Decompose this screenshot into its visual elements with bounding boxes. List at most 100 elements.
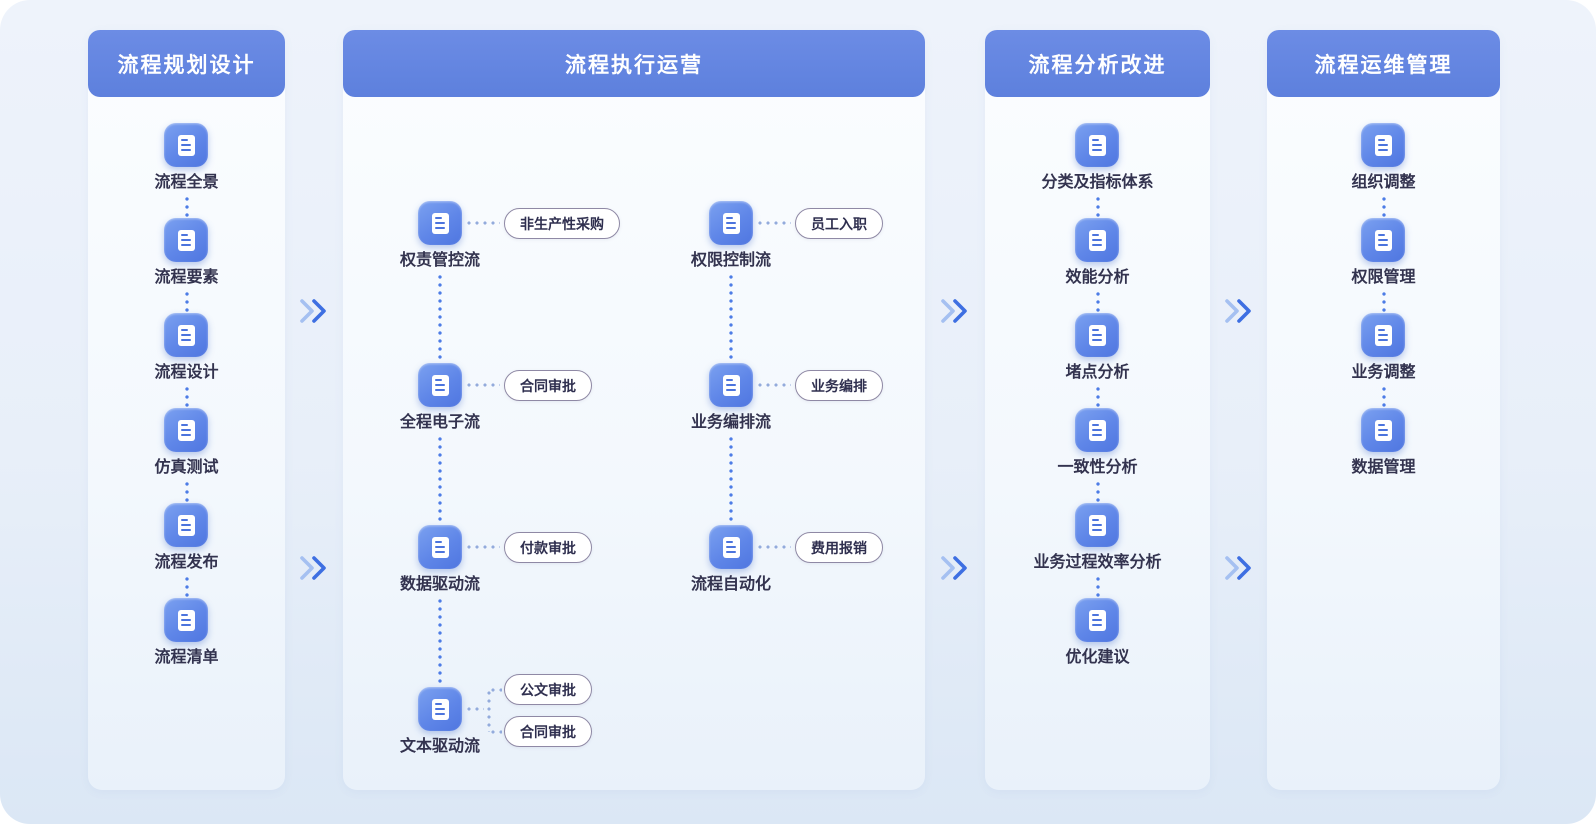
dotted-connector [437,595,443,687]
panel-process-execution: 流程执行运营 权责管控流 非生产性采购 全程电子流 [343,30,925,790]
document-icon [164,408,209,452]
dotted-connector [464,220,500,226]
panel-process-operations: 流程运维管理 组织调整 权限管理 业务调整 数据管理 [1267,30,1500,790]
panel-title-process-analysis: 流程分析改进 [985,30,1210,97]
scenario-tag: 付款审批 [504,532,592,563]
document-icon [164,503,209,547]
process-node: 流程设计 [154,313,219,383]
scenario-tag: 费用报销 [795,532,883,563]
document-icon [709,525,753,569]
node-label: 流程清单 [154,649,219,666]
process-node-row: 权责管控流 非生产性采购 [370,201,620,271]
node-label: 流程全景 [154,174,219,191]
node-label: 全程电子流 [399,414,480,431]
panel-body: 流程全景 流程要素 流程设计 仿真测试 流程发布 [88,97,285,668]
dotted-connector [437,271,443,363]
node-label: 堵点分析 [1065,364,1130,381]
process-node-row: 流程自动化 费用报销 [661,525,883,595]
document-icon [418,363,462,407]
document-icon [709,201,753,245]
scenario-tag: 员工入职 [795,208,883,239]
dotted-connector [183,478,190,503]
node-label: 流程发布 [154,554,219,571]
dotted-connector [488,687,502,693]
document-icon [1075,408,1120,452]
node-label: 流程自动化 [690,576,771,593]
double-chevron-right-icon [298,297,330,325]
dotted-connector [183,288,190,313]
process-node: 流程要素 [154,218,219,288]
process-node: 流程全景 [154,123,219,193]
dotted-connector [728,271,734,363]
dotted-connector [1094,288,1101,313]
dotted-branch-connector [486,688,492,732]
node-label: 效能分析 [1065,269,1130,286]
dotted-connector [1094,478,1101,503]
document-icon [1075,598,1120,642]
double-chevron-right-icon [298,554,330,582]
scenario-tag: 公文审批 [504,674,592,705]
node-label: 业务调整 [1351,364,1416,381]
dotted-connector [1094,383,1101,408]
process-node: 优化建议 [1065,598,1130,668]
dotted-connector [728,433,734,525]
dotted-connector [464,382,500,388]
scenario-tag: 非生产性采购 [504,208,620,239]
process-node-row: 权限控制流 员工入职 [661,201,883,271]
process-node: 组织调整 [1351,123,1416,193]
document-icon [709,363,753,407]
panel-title-process-operations: 流程运维管理 [1267,30,1500,97]
node-label: 优化建议 [1065,649,1130,666]
dotted-connector [755,382,791,388]
process-node: 堵点分析 [1065,313,1130,383]
process-node: 业务过程效率分析 [1033,503,1162,573]
process-node-row: 文本驱动流 公文审批 合同审批 [370,674,592,757]
process-node-row: 业务编排流 业务编排 [661,363,883,433]
node-label: 业务过程效率分析 [1033,554,1162,571]
dotted-connector [437,433,443,525]
document-icon [1361,218,1406,262]
node-label: 分类及指标体系 [1041,174,1154,191]
process-node: 一致性分析 [1057,408,1138,478]
document-icon [1361,408,1406,452]
panel-process-analysis: 流程分析改进 分类及指标体系 效能分析 堵点分析 一致性分析 [985,30,1210,790]
node-label: 数据驱动流 [399,576,480,593]
double-chevron-right-icon [939,554,971,582]
process-node: 权责管控流 [370,201,510,271]
dotted-connector [1380,383,1387,408]
node-label: 权限管理 [1351,269,1416,286]
document-icon [1361,313,1406,357]
document-icon [1361,123,1406,167]
panel-title-process-execution: 流程执行运营 [343,30,925,97]
process-node: 数据管理 [1351,408,1416,478]
document-icon [1075,218,1120,262]
document-icon [164,123,209,167]
execution-group-right: 权限控制流 员工入职 业务编排流 业务编排 [661,201,883,595]
node-label: 权限控制流 [690,252,771,269]
process-node: 全程电子流 [370,363,510,433]
scenario-tag: 业务编排 [795,370,883,401]
scenario-tag: 合同审批 [504,716,592,747]
panel-title-process-planning: 流程规划设计 [88,30,285,97]
dotted-connector [1094,573,1101,598]
document-icon [1075,123,1120,167]
node-label: 仿真测试 [154,459,219,476]
process-node: 流程清单 [154,598,219,668]
process-node: 效能分析 [1065,218,1130,288]
dotted-connector [183,193,190,218]
document-icon [164,218,209,262]
dotted-connector [183,383,190,408]
process-node-row: 全程电子流 合同审批 [370,363,592,433]
process-node: 流程发布 [154,503,219,573]
node-label: 数据管理 [1351,459,1416,476]
process-node: 权限控制流 [661,201,801,271]
dotted-connector [488,729,502,735]
dotted-connector [755,220,791,226]
double-chevron-right-icon [1223,554,1255,582]
dotted-connector [755,544,791,550]
document-icon [418,687,462,731]
node-label: 流程要素 [154,269,219,286]
node-label: 流程设计 [154,364,219,381]
scenario-tag: 合同审批 [504,370,592,401]
process-node-row: 数据驱动流 付款审批 [370,525,592,595]
